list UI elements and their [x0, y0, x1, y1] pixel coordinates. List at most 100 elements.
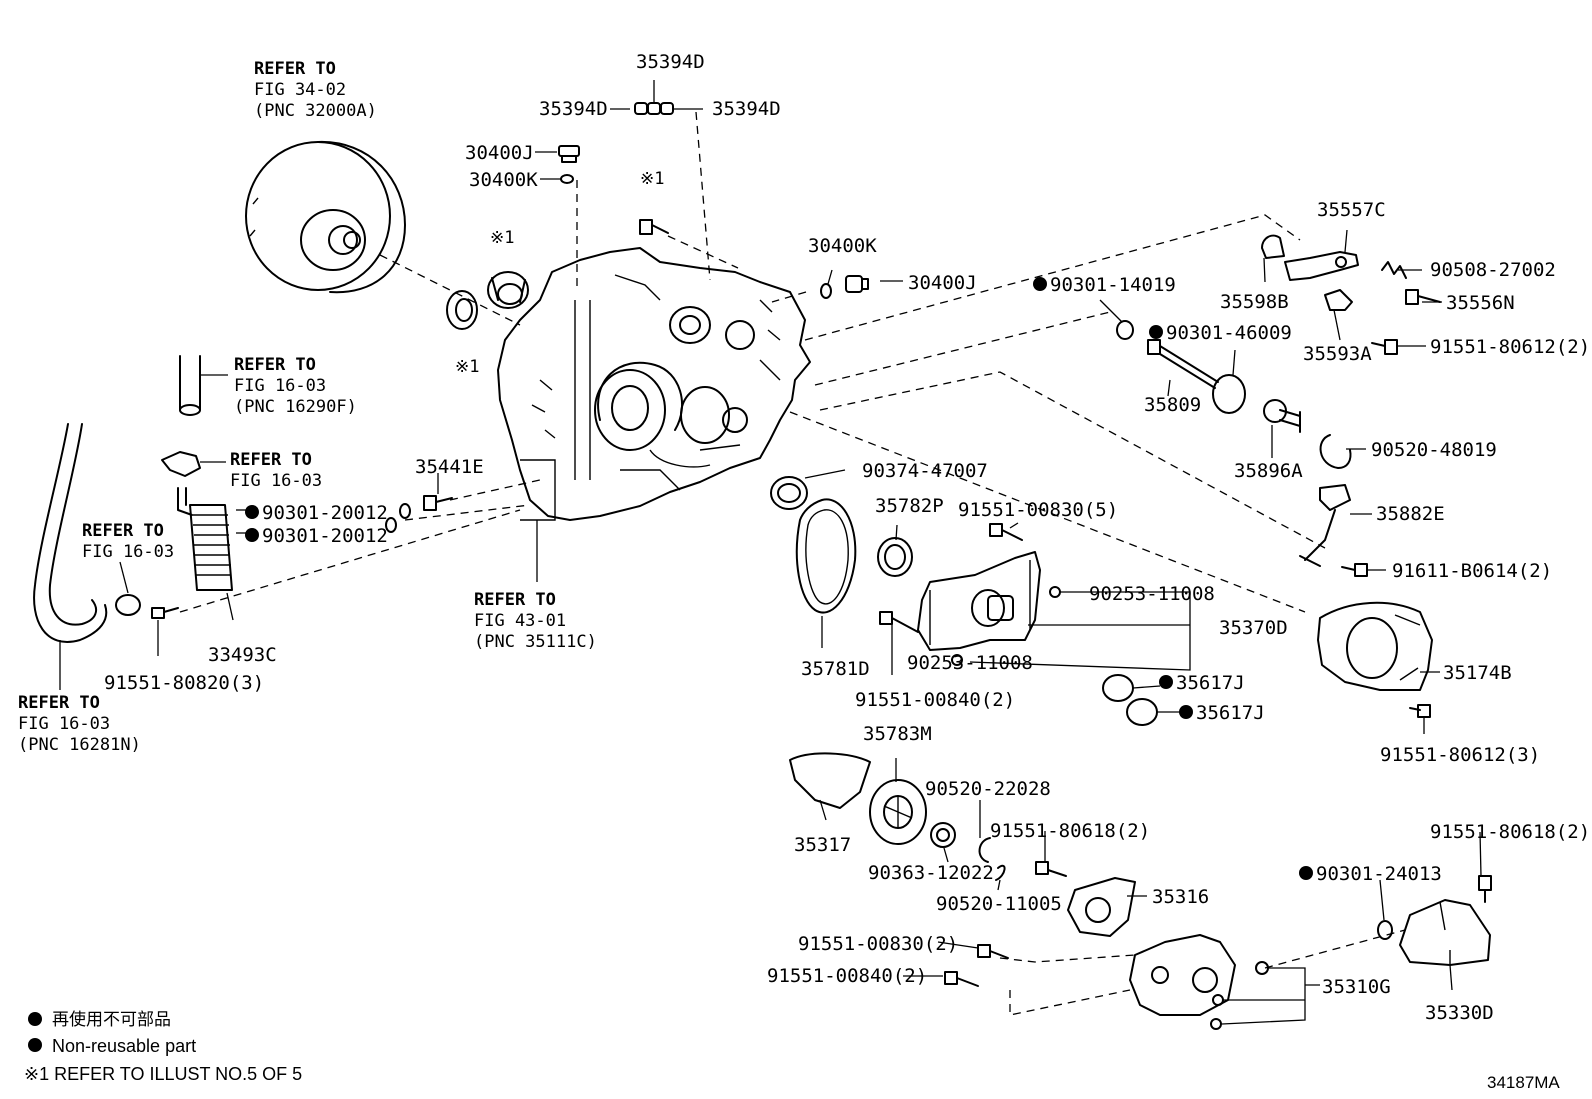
cover-35174b — [1317, 601, 1433, 691]
transmission-housing — [497, 247, 811, 521]
assembly-lines — [179, 111, 1406, 1016]
part-number-label: 35441E — [415, 456, 484, 478]
drive-sprocket — [877, 537, 913, 577]
part-number-label: 90301-46009 — [1166, 322, 1292, 344]
legend-dot-en — [28, 1038, 42, 1052]
leader-lines — [59, 80, 1482, 1025]
refer-to-note-line: (PNC 32000A) — [254, 101, 377, 121]
bolt-91551-80612 — [1371, 339, 1398, 355]
bolt-top — [639, 219, 669, 235]
shield-35317 — [789, 752, 871, 809]
pins-35394d — [634, 102, 674, 115]
cooler-bolt — [151, 607, 179, 619]
bolt-91551-00840-lower — [944, 971, 979, 987]
part-number-label: 35317 — [794, 834, 851, 856]
refer-to-note-line: (PNC 16290F) — [234, 397, 357, 417]
legend-dot-cjk — [28, 1012, 42, 1026]
bolt-35441e — [423, 495, 453, 511]
refer-to-note-line: FIG 16-03 — [18, 714, 110, 734]
refer-to-note-line: REFER TO — [18, 693, 100, 713]
hose-clamp-lower — [115, 594, 141, 616]
part-number-label: 90301-20012 — [262, 525, 388, 547]
seal-90363 — [930, 822, 956, 848]
bushing — [487, 271, 529, 309]
bracket-35593a — [1324, 289, 1353, 311]
oil-cooler — [177, 487, 233, 591]
sprocket-35783m — [869, 779, 927, 845]
part-number-label: 30400K — [469, 169, 538, 191]
non-reusable-dot — [245, 505, 259, 519]
part-number-label: 35174B — [1443, 662, 1512, 684]
part-number-label: 90520-11005 — [936, 893, 1062, 915]
bolt-91551-80618-left — [1035, 861, 1067, 877]
part-number-label: 91551-80618(2) — [1430, 821, 1590, 843]
lever-35882e — [1299, 484, 1351, 567]
illust-note-marker: ※1 — [640, 169, 664, 189]
non-reusable-dot — [1033, 277, 1047, 291]
oil-seal — [446, 290, 478, 330]
part-number-label: 90363-12022 — [868, 862, 994, 884]
strainer-bolt — [1478, 875, 1492, 903]
part-number-label: 90508-27002 — [1430, 259, 1556, 281]
part-number-label: 30400J — [465, 142, 534, 164]
part-number-label: 35557C — [1317, 199, 1386, 221]
part-number-label: 90253-11008 — [1089, 583, 1215, 605]
non-reusable-dot — [1159, 675, 1173, 689]
part-number-label: 90520-22028 — [925, 778, 1051, 800]
refer-to-note-line: (PNC 16281N) — [18, 735, 141, 755]
part-number-label: 30400K — [808, 235, 877, 257]
refer-to-note-line: FIG 16-03 — [230, 471, 322, 491]
non-reusable-dot — [1179, 705, 1193, 719]
refer-to-note-line: REFER TO — [230, 450, 312, 470]
part-number-label: 90301-14019 — [1050, 274, 1176, 296]
part-number-label: 91551-80612(3) — [1380, 744, 1540, 766]
part-number-label: 91611-B0614(2) — [1392, 560, 1552, 582]
torque-converter — [245, 140, 406, 294]
part-number-label: 35310G — [1322, 976, 1391, 998]
bolt-35556n — [1405, 289, 1441, 305]
part-number-label: 35781D — [801, 658, 870, 680]
part-number-label: 91551-00830(2) — [798, 933, 958, 955]
part-number-label: 90301-20012 — [262, 502, 388, 524]
pump-bolt-top — [989, 523, 1023, 541]
pump-35310g — [1129, 934, 1236, 1016]
illust-notes: ※1 ※1 ※1 — [455, 169, 664, 377]
figure-id: 34187MA — [1487, 1073, 1560, 1092]
drive-chain — [795, 498, 857, 614]
refer-to-note-line: FIG 16-03 — [234, 376, 326, 396]
legend-note: ※1 REFER TO ILLUST NO.5 OF 5 — [24, 1064, 302, 1084]
plug-30400j-right — [845, 275, 869, 293]
part-number-label: 90253-11008 — [907, 652, 1033, 674]
part-number-label: 33493C — [208, 644, 277, 666]
non-reusable-dot — [245, 528, 259, 542]
refer-to-note-line: (PNC 35111C) — [474, 632, 597, 652]
part-number-label: 35809 — [1144, 394, 1201, 416]
part-number-label: 91551-00840(2) — [767, 965, 927, 987]
clamp-upper — [161, 451, 201, 477]
part-number-label: 35598B — [1220, 291, 1289, 313]
part-number-label: 35556N — [1446, 292, 1515, 314]
hose-upper — [179, 355, 201, 416]
part-number-label: 35617J — [1196, 702, 1265, 724]
illust-note-marker: ※1 — [490, 228, 514, 248]
cover-bolt — [1409, 704, 1431, 718]
refer-to-note-line: REFER TO — [82, 521, 164, 541]
legend-nonreusable-en: Non-reusable part — [52, 1036, 196, 1056]
refer-to-note-line: FIG 43-01 — [474, 611, 566, 631]
part-number-label: 91551-80612(2) — [1430, 336, 1590, 358]
pump-body — [917, 551, 1041, 651]
shaft-35809 — [1147, 339, 1219, 389]
refer-to-note-line: REFER TO — [234, 355, 316, 375]
part-number-label: 30400J — [908, 272, 977, 294]
bolt-91611 — [1341, 563, 1368, 577]
part-number-label: 35394D — [636, 51, 705, 73]
bolt-91551-00830-lower — [977, 944, 1009, 959]
illust-note-marker: ※1 — [455, 357, 479, 377]
legend-nonreusable-cjk: 再使用不可部品 — [52, 1009, 171, 1030]
refer-to-note-line: REFER TO — [254, 59, 336, 79]
oil-seal-90374 — [770, 476, 808, 510]
part-number-label: 35394D — [539, 98, 608, 120]
part-number-label: 90301-24013 — [1316, 863, 1442, 885]
